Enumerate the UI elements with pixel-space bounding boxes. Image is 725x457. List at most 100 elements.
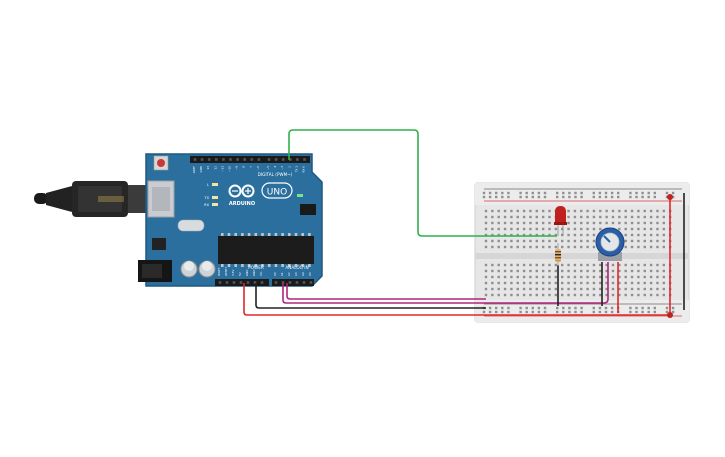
wire-red-5v-to-rail[interactable] — [243, 283, 670, 316]
breadboard-hole — [497, 221, 500, 225]
breadboard-hole — [522, 287, 526, 291]
digital-header-pin[interactable] — [229, 158, 232, 161]
breadboard-hole — [624, 245, 627, 249]
digital-header-pin[interactable] — [200, 158, 204, 161]
l-led-label: L — [207, 183, 209, 187]
digital-header-pin[interactable] — [250, 158, 254, 161]
breadboard-hole — [605, 287, 608, 291]
breadboard-hole — [516, 233, 519, 237]
wire-magenta-analog-to-pot[interactable] — [282, 262, 609, 304]
breadboard-hole — [643, 221, 646, 225]
digital-pin-label: GND — [199, 166, 203, 172]
analog-header-pin[interactable] — [295, 281, 299, 284]
analog-header-pin[interactable] — [302, 281, 306, 284]
breadboard-hole — [484, 287, 488, 291]
digital-header-pin[interactable] — [193, 158, 197, 161]
breadboard-hole — [599, 287, 602, 291]
digital-header-pin[interactable] — [281, 158, 285, 161]
breadboard[interactable] — [474, 182, 690, 323]
analog-header-pin[interactable] — [288, 281, 292, 284]
digital-pin-label: 12 — [213, 166, 217, 170]
rail-hole — [537, 306, 541, 310]
breadboard-hole — [510, 227, 513, 231]
power-header-pin[interactable] — [218, 281, 222, 284]
digital-pin-label: 13 — [206, 166, 210, 170]
power-header-pin[interactable] — [225, 281, 229, 284]
power-header-pin[interactable] — [253, 281, 257, 284]
breadboard-hole — [618, 281, 621, 285]
chip-leg — [301, 264, 304, 267]
digital-header-pin[interactable] — [243, 158, 246, 161]
wire-black-gnd-to-rail[interactable] — [255, 283, 486, 309]
digital-header-pin[interactable] — [222, 158, 225, 161]
breadboard-hole — [599, 293, 602, 297]
digital-header-pin[interactable] — [303, 158, 306, 161]
power-header-pin[interactable] — [232, 281, 236, 284]
rail-hole — [519, 195, 522, 199]
digital-header-pin[interactable] — [296, 158, 299, 161]
digital-header-pin[interactable] — [274, 158, 278, 161]
breadboard-hole — [503, 263, 507, 267]
wire-magenta-analog-2[interactable] — [286, 283, 486, 300]
digital-header-pin[interactable] — [215, 158, 218, 161]
rail-hole — [671, 310, 675, 314]
rail-hole — [665, 306, 669, 310]
chip-leg — [261, 233, 264, 236]
power-header-pin[interactable] — [239, 281, 243, 284]
rail-hole — [556, 310, 559, 314]
rail-hole — [598, 306, 602, 310]
breadboard-hole — [567, 293, 570, 297]
breadboard-hole — [573, 215, 577, 219]
usb-cable[interactable] — [34, 181, 152, 217]
breadboard-hole — [554, 239, 558, 243]
analog-header-pin[interactable] — [281, 281, 285, 284]
rail-hole — [501, 191, 504, 195]
chip-leg — [247, 233, 251, 236]
breadboard-hole — [516, 227, 519, 231]
breadboard-hole — [491, 227, 494, 231]
rail-hole — [543, 195, 547, 199]
breadboard-hole — [605, 209, 608, 213]
chip-leg — [221, 233, 224, 236]
analog-header-pin[interactable] — [274, 281, 278, 284]
breadboard-hole — [611, 275, 615, 279]
breadboard-hole — [592, 245, 596, 249]
breadboard-hole — [561, 281, 564, 285]
rail-hole — [580, 191, 583, 195]
rail-hole — [531, 306, 534, 310]
analog-in-label: ANALOG IN — [285, 265, 308, 270]
breadboard-hole — [516, 245, 519, 249]
analog-pin-label: A0 — [273, 272, 277, 276]
power-header-pin[interactable] — [260, 281, 264, 284]
red-led[interactable] — [554, 206, 567, 236]
breadboard-hole — [618, 263, 621, 267]
resistor[interactable] — [555, 243, 561, 266]
digital-header-pin[interactable] — [267, 158, 271, 161]
chip-leg — [261, 264, 264, 267]
breadboard-hole — [662, 227, 665, 231]
potentiometer[interactable] — [595, 227, 625, 261]
digital-header-pin[interactable] — [207, 158, 211, 161]
breadboard-hole — [567, 221, 570, 225]
power-header-pin[interactable] — [246, 281, 250, 284]
breadboard-hole — [656, 239, 659, 243]
analog-header-pin[interactable] — [309, 281, 313, 284]
breadboard-hole — [497, 227, 500, 231]
breadboard-hole — [491, 293, 494, 297]
breadboard-hole — [529, 221, 532, 225]
breadboard-hole — [573, 263, 577, 267]
breadboard-hole — [503, 269, 507, 273]
rail-hole — [501, 310, 504, 314]
rail-hole — [604, 310, 608, 314]
reset-button[interactable] — [157, 159, 165, 167]
digital-header-pin[interactable] — [257, 158, 261, 161]
digital-header-pin[interactable] — [236, 158, 239, 161]
wire-green-digital-to-led[interactable] — [288, 129, 557, 237]
breadboard-hole — [497, 287, 500, 291]
breadboard-hole — [535, 209, 538, 213]
rx-led-label: RX — [204, 203, 209, 207]
breadboard-hole — [497, 263, 500, 267]
digital-header-pin[interactable] — [289, 158, 292, 161]
